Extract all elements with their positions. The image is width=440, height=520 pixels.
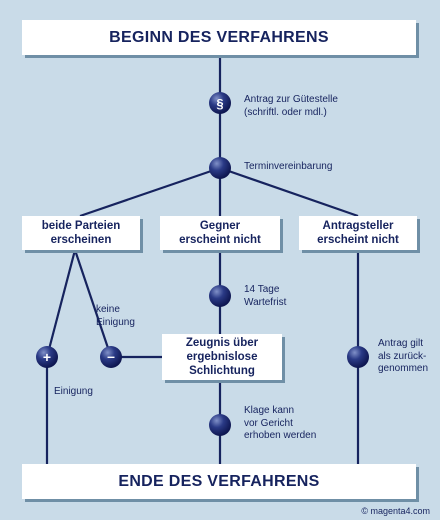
both-parties-label: beide Parteien erscheinen xyxy=(41,220,121,246)
appointment-node xyxy=(209,157,231,179)
no-agreement-label: keine Einigung xyxy=(96,304,135,328)
connector-to-plus xyxy=(45,249,77,358)
certificate-label: Zeugnis über ergebnislose Schlichtung xyxy=(185,337,259,377)
start-box: BEGINN DES VERFAHRENS xyxy=(22,20,416,55)
copyright-credit: © magenta4.com xyxy=(361,506,430,516)
paragraph-node xyxy=(209,92,231,114)
connector-to-minus xyxy=(73,249,113,358)
withdrawn-label: Antrag gilt als zurück- genommen xyxy=(378,338,429,374)
end-box: ENDE DES VERFAHRENS xyxy=(22,464,416,499)
waiting-period-label: 14 Tage Wartefrist xyxy=(244,284,287,308)
lawsuit-label: Klage kann vor Gericht erhoben werden xyxy=(244,405,317,441)
withdrawn-node xyxy=(347,346,369,368)
start-title: BEGINN DES VERFAHRENS xyxy=(109,28,329,46)
appointment-label: Terminvereinbarung xyxy=(244,161,333,172)
connector-to-both-parties xyxy=(79,166,221,218)
minus-node xyxy=(100,346,122,368)
end-title: ENDE DES VERFAHRENS xyxy=(118,472,320,490)
paragraph-icon: § xyxy=(216,96,223,111)
waiting-period-node xyxy=(209,285,231,307)
application-label: Antrag zur Gütestelle (schriftl. oder md… xyxy=(244,94,338,118)
minus-icon: – xyxy=(107,348,115,364)
opponent-absent-box: Gegner erscheint nicht xyxy=(160,216,280,250)
opponent-absent-label: Gegner erscheint nicht xyxy=(179,220,261,246)
both-parties-box: beide Parteien erscheinen xyxy=(22,216,140,250)
applicant-absent-label: Antragsteller erscheint nicht xyxy=(317,220,399,246)
plus-icon: + xyxy=(43,349,51,365)
plus-node xyxy=(36,346,58,368)
agreement-label: Einigung xyxy=(54,386,93,397)
lawsuit-node xyxy=(209,414,231,436)
connector-to-applicant-absent xyxy=(219,166,359,218)
applicant-absent-box: Antragsteller erscheint nicht xyxy=(299,216,417,250)
certificate-box: Zeugnis über ergebnislose Schlichtung xyxy=(162,334,282,380)
